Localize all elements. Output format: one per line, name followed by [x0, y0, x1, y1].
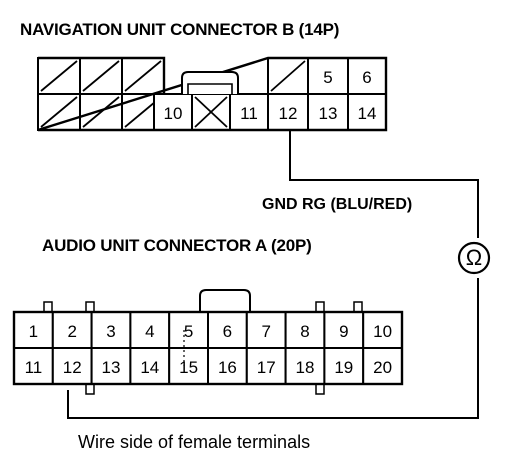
connector-b-cell-top-1	[37, 57, 81, 95]
connector-a-pin-8: 8	[284, 311, 326, 349]
connector-a-pin-2: 2	[51, 311, 93, 349]
connector-a-pin-label: 3	[106, 322, 115, 341]
connector-b-pin-label: 6	[362, 68, 371, 87]
test-wire	[289, 130, 479, 238]
connector-a-top-clip-2	[85, 301, 95, 313]
connector-b-pin-label: 13	[319, 104, 338, 123]
connector-a-pin-label: 10	[373, 322, 392, 341]
connector-a-pin-17: 17	[245, 347, 287, 385]
connector-a-pin-label: 18	[296, 358, 315, 377]
connector-a-pin-label: 9	[339, 322, 348, 341]
connector-b-lock-tab	[181, 71, 239, 94]
connector-a-pin-label: 8	[300, 322, 309, 341]
connector-a-pin-label: 13	[102, 358, 121, 377]
connector-a-pin-label: 17	[257, 358, 276, 377]
connector-b-title: NAVIGATION UNIT CONNECTOR B (14P)	[20, 20, 340, 39]
connector-a-bottom-clip-1	[85, 383, 95, 395]
connector-a-pin-11: 11	[13, 347, 54, 385]
test-wire-return	[67, 278, 479, 419]
connector-a-pin-6: 6	[207, 311, 248, 349]
connector-a-top-clip-3	[315, 301, 325, 313]
connector-a-pin-10: 10	[362, 311, 404, 349]
connector-b-cell-bottom-7: 12	[267, 93, 309, 131]
connector-a-pin-13: 13	[90, 347, 132, 385]
connector-a-pin-label: 1	[29, 322, 38, 341]
connector-a-lock-tab	[199, 289, 251, 312]
connector-a-pin-label: 5	[184, 322, 193, 341]
connector-a-top-clip-4	[353, 301, 363, 313]
connector-a-pin-label: 20	[373, 358, 392, 377]
connector-b-cell-top-3	[121, 57, 165, 95]
connector-a-pin-label: 14	[140, 358, 159, 377]
ohmmeter-symbol: Ω	[465, 245, 483, 270]
connector-b-cell-bottom-4: 10	[153, 93, 193, 131]
connector-a-pin-label: 12	[63, 358, 82, 377]
connector-a-pin-label: 11	[25, 358, 43, 377]
connector-b-cell-top-7: 5	[307, 57, 349, 95]
connector-a-pin-14: 14	[129, 347, 171, 385]
connector-a-pin-label: 15	[179, 358, 198, 377]
connector-a-pin-label: 16	[218, 358, 237, 377]
connector-a-pin-20: 20	[362, 347, 404, 385]
connector-a-pin-12: 12	[51, 347, 93, 385]
connector-b-pin-label: 12	[279, 104, 298, 123]
connector-b-cell-top-2	[79, 57, 123, 95]
connector-b-cell-bottom-5	[191, 93, 231, 131]
connector-b-lock-tab-inner	[187, 83, 233, 94]
connector-b-cell-top-6	[267, 57, 309, 95]
connector-a-frame	[12, 310, 404, 386]
connector-b-pin-label: 5	[323, 68, 332, 87]
connector-a-pin-18: 18	[284, 347, 326, 385]
connector-a-pin-label: 4	[145, 322, 154, 341]
connector-a-pin-9: 9	[323, 311, 365, 349]
connector-b: 5 6 10 11 12 13 14	[37, 56, 388, 132]
connector-b-cell-bottom-2	[79, 93, 123, 131]
connector-a-bottom-clip-2	[315, 383, 325, 395]
wiring	[67, 130, 491, 419]
connector-a-pin-7: 7	[245, 311, 287, 349]
connector-a-pin-15: 15	[168, 347, 209, 385]
connector-a-top-clip-1	[43, 301, 53, 313]
connector-b-cell-bottom-9: 14	[347, 93, 387, 131]
caption: Wire side of female terminals	[78, 432, 311, 452]
connector-a-pin-4: 4	[129, 311, 171, 349]
ohmmeter-circle	[457, 241, 491, 275]
connector-a-pin-1: 1	[13, 311, 54, 349]
connector-a-pin-16: 16	[207, 347, 248, 385]
connector-a-pin-label: 2	[67, 322, 76, 341]
connector-b-pin-label: 14	[358, 104, 377, 123]
wire-label: GND RG (BLU/RED)	[262, 196, 413, 213]
connector-a-pin-label: 7	[261, 322, 270, 341]
connector-a-pin-label: 6	[223, 322, 232, 341]
connector-b-pin-label: 11	[240, 104, 258, 123]
connector-b-cell-top-8: 6	[347, 57, 387, 95]
connector-b-cell-bottom-8: 13	[307, 93, 349, 131]
connector-b-frame	[37, 56, 388, 132]
connector-a-pin-19: 19	[323, 347, 365, 385]
connector-b-cell-bottom-6: 11	[229, 93, 269, 131]
connector-a-title: AUDIO UNIT CONNECTOR A (20P)	[42, 236, 312, 255]
connector-a-pin-3: 3	[90, 311, 132, 349]
connector-a-pin-5: 5	[168, 311, 209, 349]
connector-b-pin-label: 10	[164, 104, 183, 123]
connector-a-pin-label: 19	[334, 358, 353, 377]
